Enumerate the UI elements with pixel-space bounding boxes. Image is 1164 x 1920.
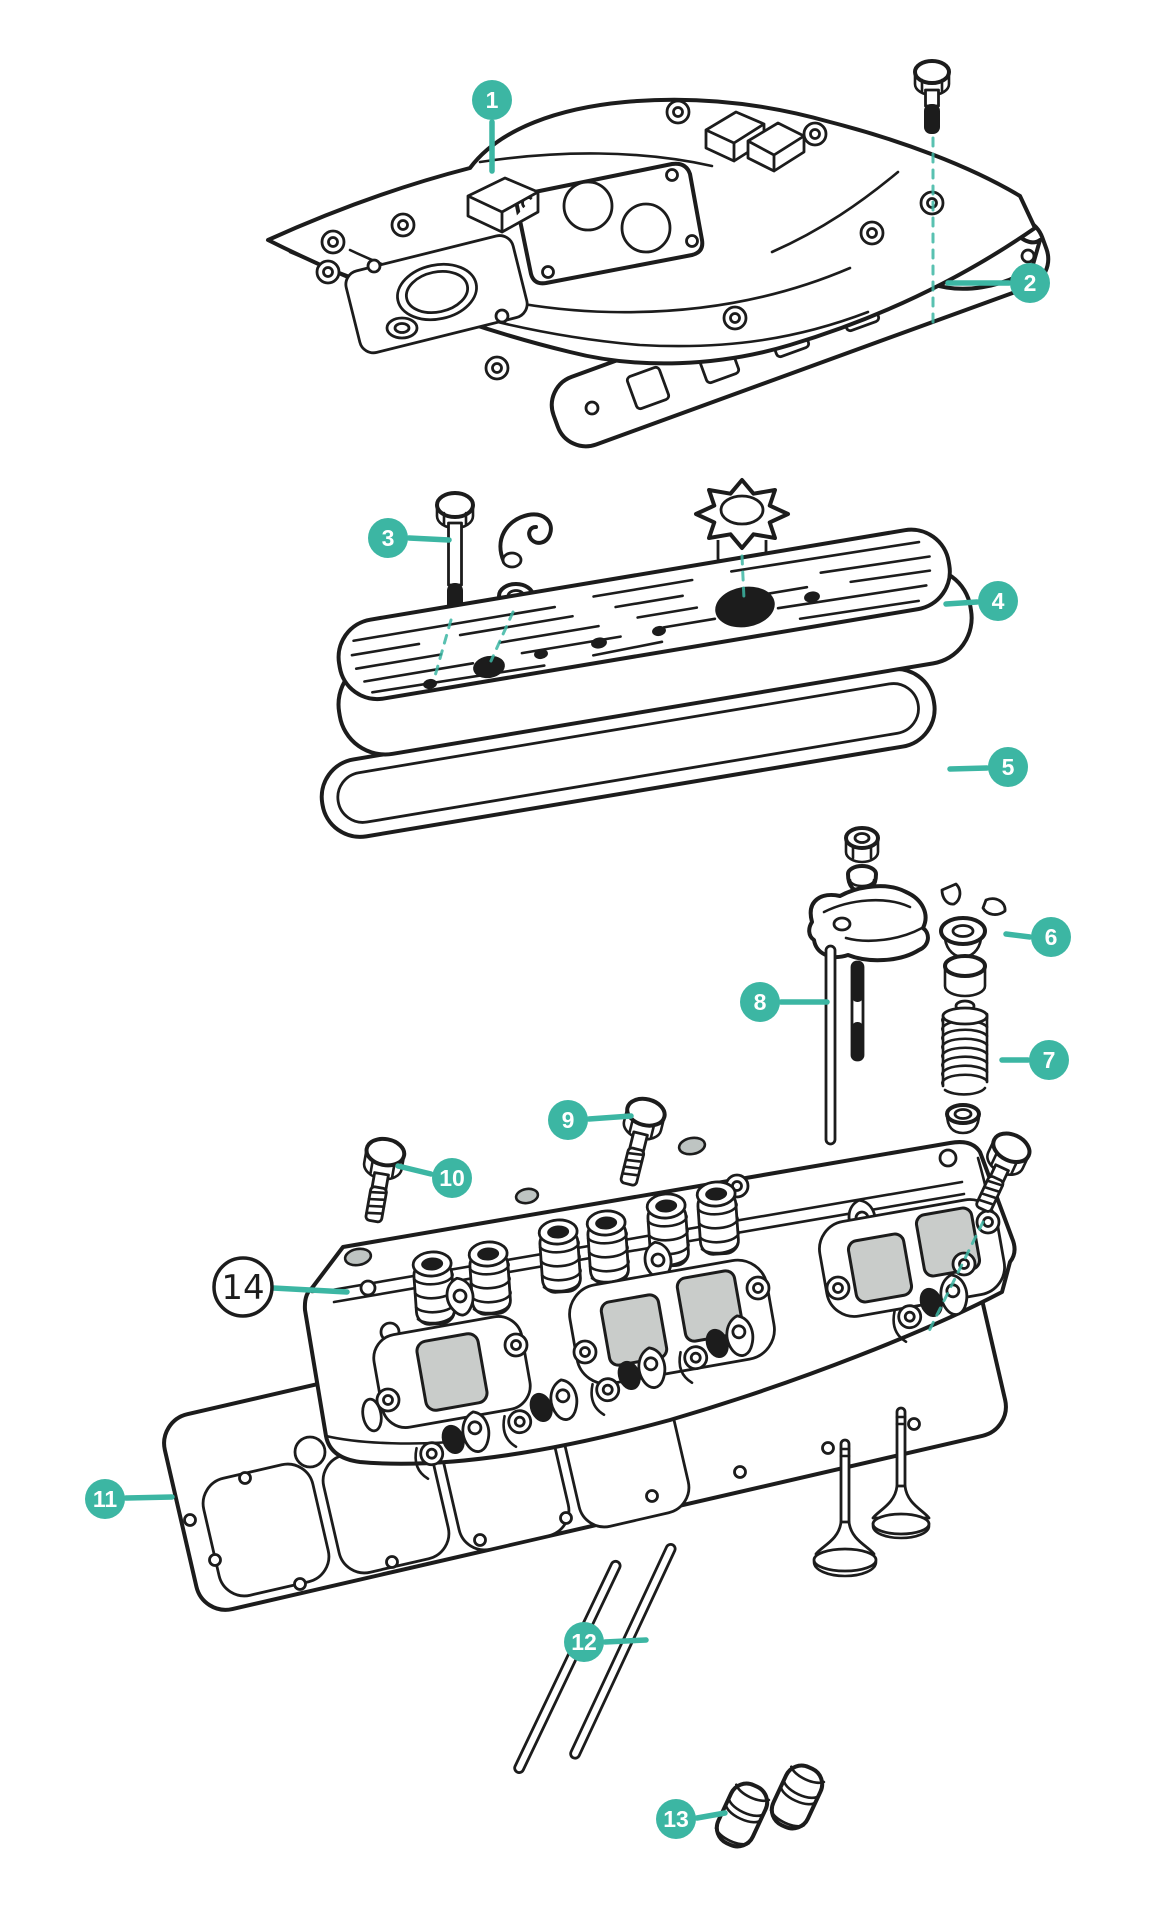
callout-circle <box>656 1799 696 1839</box>
callout-circle <box>432 1158 472 1198</box>
callout-leader-line <box>943 599 980 607</box>
callout-number: 14 <box>221 1268 264 1308</box>
callout-circle <box>564 1622 604 1662</box>
pushrod-single <box>824 944 865 1146</box>
head-bolt-left <box>362 1136 407 1224</box>
spring-shield <box>943 954 987 998</box>
head-bolt-right <box>975 1131 1032 1213</box>
callout-number: 8 <box>754 989 767 1015</box>
callout-leader-line <box>586 1113 634 1122</box>
valve-spring <box>941 1006 989 1096</box>
intake-valve <box>812 1438 878 1578</box>
callout-number: 10 <box>439 1165 465 1191</box>
callout-leader-line <box>270 1285 350 1295</box>
valve-keepers <box>940 882 1007 916</box>
callout-circle <box>740 982 780 1022</box>
callout-leader-line <box>1003 931 1033 940</box>
callout-badge-2[interactable]: 2 <box>945 263 1050 303</box>
callout-number: 4 <box>992 588 1005 614</box>
pushrods-pair <box>513 1542 677 1774</box>
callout-number: 7 <box>1043 1047 1056 1073</box>
callout-number: 12 <box>571 1629 597 1655</box>
breather-elbow <box>498 512 553 569</box>
spring-retainer <box>939 916 987 959</box>
callout-badge-10[interactable]: 10 <box>395 1158 472 1198</box>
callout-badge-7[interactable]: 7 <box>999 1040 1069 1080</box>
callout-circle <box>988 747 1028 787</box>
callout-circle <box>212 1256 274 1318</box>
callout-number: 9 <box>562 1107 575 1133</box>
callout-badge-8[interactable]: 8 <box>740 982 830 1022</box>
callout-number: 13 <box>663 1806 689 1832</box>
callout-circle <box>1029 1040 1069 1080</box>
alignment-guide-line <box>927 1220 985 1333</box>
callout-leader-line <box>406 535 452 543</box>
callout-badge-3[interactable]: 3 <box>368 518 452 558</box>
callout-circle <box>472 80 512 120</box>
callout-number: 6 <box>1045 924 1058 950</box>
callout-badge-9[interactable]: 9 <box>548 1100 634 1140</box>
valve-cover-bolt <box>435 491 475 614</box>
manifold-bolt <box>913 59 951 134</box>
valve-cover-gasket <box>319 667 937 839</box>
valve-lifters <box>714 1763 826 1849</box>
alignment-guide-line <box>433 618 453 678</box>
callout-circle <box>548 1100 588 1140</box>
callout-number: 1 <box>486 87 499 113</box>
valve-seal <box>945 1103 981 1135</box>
callout-badge-1[interactable]: 1 <box>472 80 512 174</box>
callout-number: 11 <box>93 1486 118 1512</box>
callout-leader-line <box>602 1637 649 1645</box>
callout-badge-6[interactable]: 6 <box>1003 917 1071 957</box>
callout-circle <box>368 518 408 558</box>
callout-badge-12[interactable]: 12 <box>564 1622 649 1662</box>
cylinder-head <box>302 1136 1017 1482</box>
callout-leader-line <box>947 765 990 772</box>
callout-badge-5[interactable]: 5 <box>947 747 1028 787</box>
callout-circle <box>85 1479 125 1519</box>
callout-badge-11[interactable]: 11 <box>85 1479 175 1519</box>
callout-leader-line <box>694 1810 728 1821</box>
alignment-guide-line <box>740 554 746 601</box>
callout-number: 5 <box>1002 754 1015 780</box>
head-bolt-center <box>619 1096 667 1187</box>
intake-manifold <box>266 97 1042 381</box>
rocker-arm <box>807 884 930 963</box>
callout-number: 3 <box>382 525 395 551</box>
callout-leader-line <box>395 1163 434 1177</box>
callout-badge-13[interactable]: 13 <box>656 1799 728 1839</box>
callout-badge-4[interactable]: 4 <box>943 581 1018 621</box>
exhaust-valve <box>871 1406 931 1540</box>
callout-leader-line <box>123 1494 175 1501</box>
rocker-nut <box>844 826 880 864</box>
alignment-guide-line <box>489 610 515 663</box>
callout-badge-14[interactable]: 14 <box>212 1256 350 1318</box>
callout-number: 2 <box>1024 270 1037 296</box>
callout-circle <box>1031 917 1071 957</box>
callout-circle <box>978 581 1018 621</box>
callout-circle <box>1010 263 1050 303</box>
